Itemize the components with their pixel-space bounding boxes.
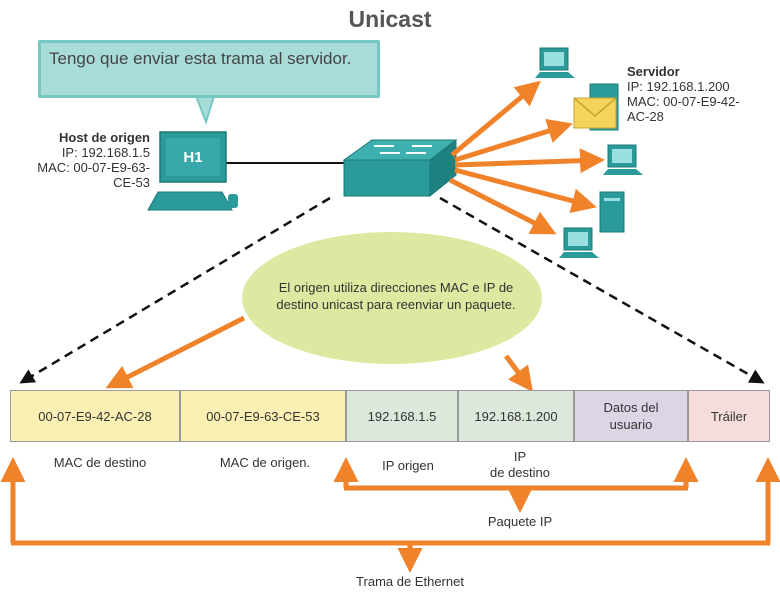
speech-bubble: Tengo que enviar esta trama al servidor. [38,40,380,98]
host-heading: Host de origen [58,130,150,145]
pc-middle-icon [603,144,643,175]
tower-server-icon [599,191,625,233]
frame-field-mac-src: 00-07-E9-63-CE-53 [180,390,346,442]
host-h1-label: H1 [183,148,203,166]
frame-field-ip-dest: 192.168.1.200 [458,390,574,442]
host-info: Host de origen IP: 192.168.1.5 MAC: 00-0… [14,130,150,190]
server-info: Servidor IP: 192.168.1.200 MAC: 00-07-E9… [627,64,777,124]
bubble-tail [194,95,216,126]
label-ethernet-frame: Trama de Ethernet [356,574,464,589]
ellipse-arrow-right [504,354,533,392]
label-mac-dest: MAC de destino [53,455,147,470]
host-ip: IP: 192.168.1.5 [61,145,150,160]
ellipse-text: El origen utiliza direcciones MAC e IP d… [276,280,516,312]
arrow-to-server [454,118,573,163]
server-mac-line2: AC-28 [627,109,664,124]
label-ip-dest: IP de destino [470,449,570,481]
host-mac-line2: CE-53 [113,175,150,190]
label-ip-packet: Paquete IP [487,514,553,529]
server-icon [573,83,619,131]
label-ip-dest-line2: de destino [490,465,550,480]
label-mac-src: MAC de origen. [219,455,311,470]
server-mac-line1: MAC: 00-07-E9-42- [627,94,740,109]
pc-bottom-icon [559,227,599,258]
switch-icon [342,138,458,198]
arrow-to-tower [454,167,597,214]
pc-top-icon [535,47,575,78]
server-heading: Servidor [627,64,680,79]
ellipse-arrow-left [105,315,246,389]
server-ip: IP: 192.168.1.200 [627,79,730,94]
label-ip-src: IP origen [382,458,434,473]
arrow-to-pc3 [448,177,557,235]
frame-field-trailer: Tráiler [688,390,770,442]
frame-field-mac-dest: 00-07-E9-42-AC-28 [10,390,180,442]
label-ip-dest-line1: IP [513,449,527,464]
diagram-title: Unicast [348,6,432,32]
host-h1-icon [147,131,238,211]
frame-field-user-data: Datos del usuario [574,390,688,442]
info-ellipse [242,232,542,364]
host-mac-line1: MAC: 00-07-E9-63- [37,160,150,175]
arrow-to-pc1 [450,80,541,157]
arrow-to-pc2 [454,148,605,174]
zoom-line-right [439,196,765,384]
frame-field-ip-src: 192.168.1.5 [346,390,458,442]
